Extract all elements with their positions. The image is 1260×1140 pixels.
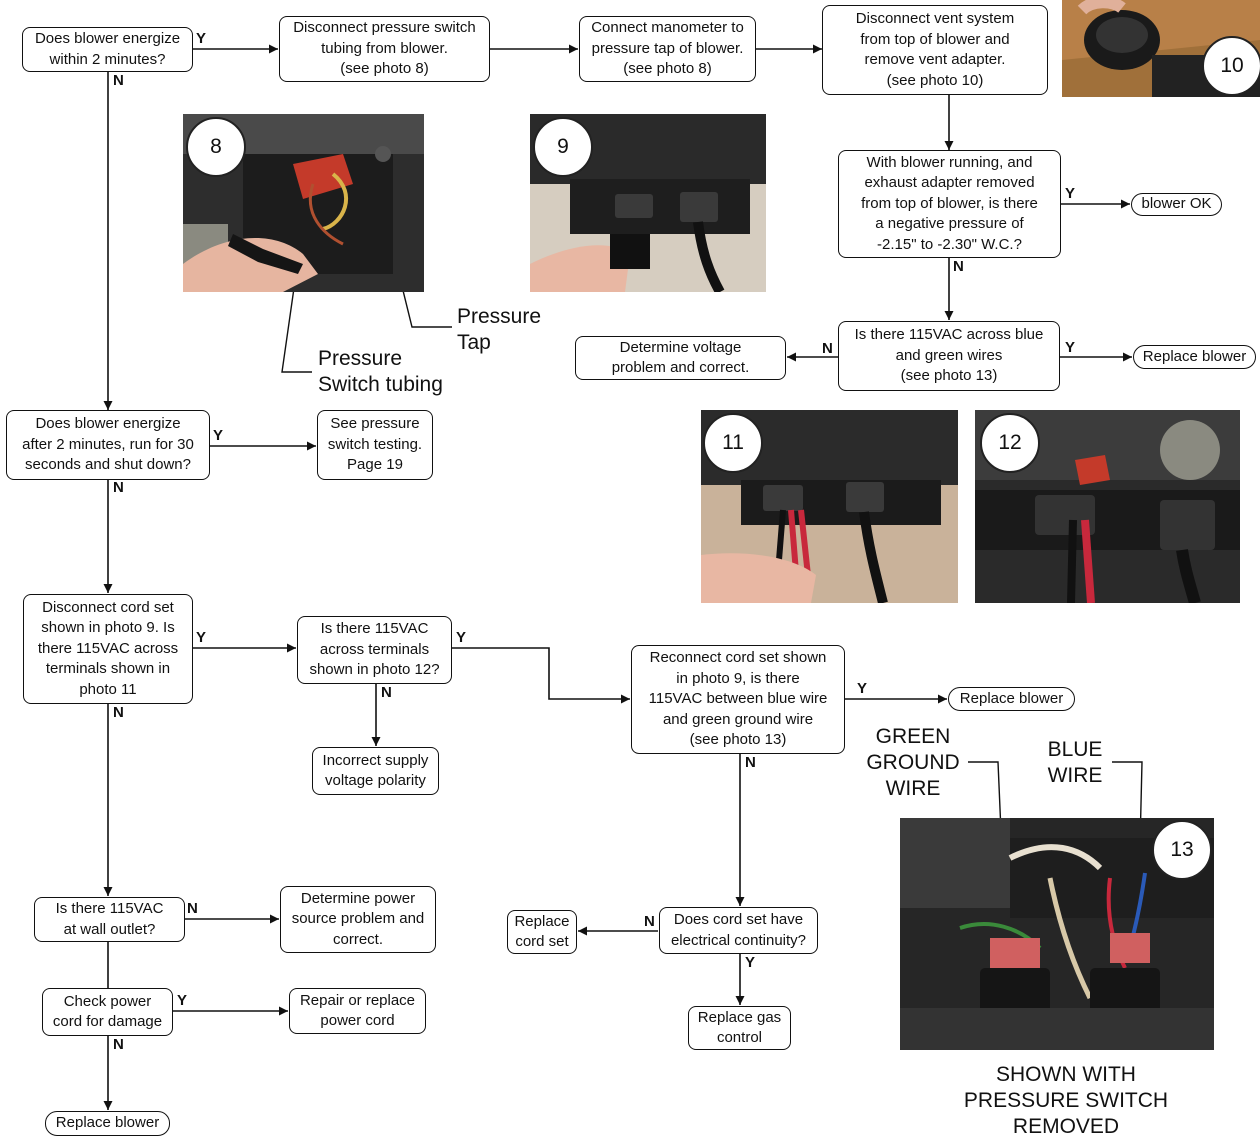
step-disconnect-vent: Disconnect vent system from top of blowe… <box>822 5 1048 95</box>
result-replace-blower: Replace blower <box>1133 345 1256 369</box>
yes-label: Y <box>745 954 756 971</box>
yes-label: Y <box>456 629 467 646</box>
photo-number-8: 8 <box>186 117 246 177</box>
decision-energize-2min: Does blower energize within 2 minutes? <box>22 27 193 72</box>
photo-8: 8 <box>183 114 424 292</box>
result-determine-power-source: Determine power source problem and corre… <box>280 886 436 953</box>
yes-label: Y <box>213 427 224 444</box>
result-replace-blower: Replace blower <box>948 687 1075 711</box>
no-label: N <box>644 913 655 930</box>
result-determine-voltage: Determine voltage problem and correct. <box>575 336 786 380</box>
photo-number-12: 12 <box>980 413 1040 473</box>
photo-number-9: 9 <box>533 117 593 177</box>
result-replace-blower: Replace blower <box>45 1111 170 1136</box>
callout-green-ground-wire: GREEN GROUND WIRE <box>866 725 960 800</box>
decision-disconnect-cord-set: Disconnect cord set shown in photo 9. Is… <box>23 594 193 704</box>
result-replace-gas-control: Replace gas control <box>688 1006 791 1050</box>
callout-blue-wire: BLUE WIRE <box>1047 738 1103 787</box>
photo-number-13: 13 <box>1152 820 1212 880</box>
yes-label: Y <box>857 680 868 697</box>
photo-13: 13 <box>900 818 1214 1050</box>
result-blower-ok: blower OK <box>1131 193 1222 216</box>
yes-label: Y <box>1065 185 1076 202</box>
yes-label: Y <box>196 629 207 646</box>
decision-reconnect-cord-set: Reconnect cord set shown in photo 9, is … <box>631 645 845 754</box>
result-incorrect-polarity: Incorrect supply voltage polarity <box>312 747 439 795</box>
no-label: N <box>745 754 756 771</box>
no-label: N <box>953 258 964 275</box>
no-label: N <box>113 72 124 89</box>
photo-11: 11 <box>701 410 958 603</box>
no-label: N <box>113 479 124 496</box>
no-label: N <box>187 900 198 917</box>
step-connect-manometer: Connect manometer to pressure tap of blo… <box>579 16 756 82</box>
callout-pressure-tap: Pressure Tap <box>457 305 542 354</box>
no-label: N <box>113 1036 124 1053</box>
no-label: N <box>822 340 833 357</box>
decision-check-power-cord: Check power cord for damage <box>42 988 173 1036</box>
decision-115vac-terminals-12: Is there 115VAC across terminals shown i… <box>297 616 452 684</box>
photo-number-10: 10 <box>1202 36 1260 96</box>
result-replace-cord-set: Replace cord set <box>507 910 577 954</box>
result-repair-power-cord: Repair or replace power cord <box>289 988 426 1034</box>
photo-9: 9 <box>530 114 766 292</box>
no-label: N <box>113 704 124 721</box>
yes-label: Y <box>1065 339 1076 356</box>
photo-12: 12 <box>975 410 1240 603</box>
step-disconnect-tubing: Disconnect pressure switch tubing from b… <box>279 16 490 82</box>
result-see-pressure-switch: See pressure switch testing. Page 19 <box>317 410 433 480</box>
no-label: N <box>381 684 392 701</box>
decision-cord-continuity: Does cord set have electrical continuity… <box>659 907 818 954</box>
decision-115vac-blue-green: Is there 115VAC across blue and green wi… <box>838 321 1060 391</box>
yes-label: Y <box>177 992 188 1009</box>
callout-shown-with-switch-removed: SHOWN WITH PRESSURE SWITCH REMOVED <box>963 1063 1169 1138</box>
decision-energize-after-2min: Does blower energize after 2 minutes, ru… <box>6 410 210 480</box>
decision-wall-outlet: Is there 115VAC at wall outlet? <box>34 897 185 942</box>
callout-pressure-switch-tubing: Pressure Switch tubing <box>318 347 443 396</box>
yes-label: Y <box>196 30 207 47</box>
photo-number-11: 11 <box>703 413 763 473</box>
arrow-terminals-to-reconnect <box>452 647 630 704</box>
photo-10: 10 <box>1062 0 1260 97</box>
decision-negative-pressure: With blower running, and exhaust adapter… <box>838 150 1061 258</box>
